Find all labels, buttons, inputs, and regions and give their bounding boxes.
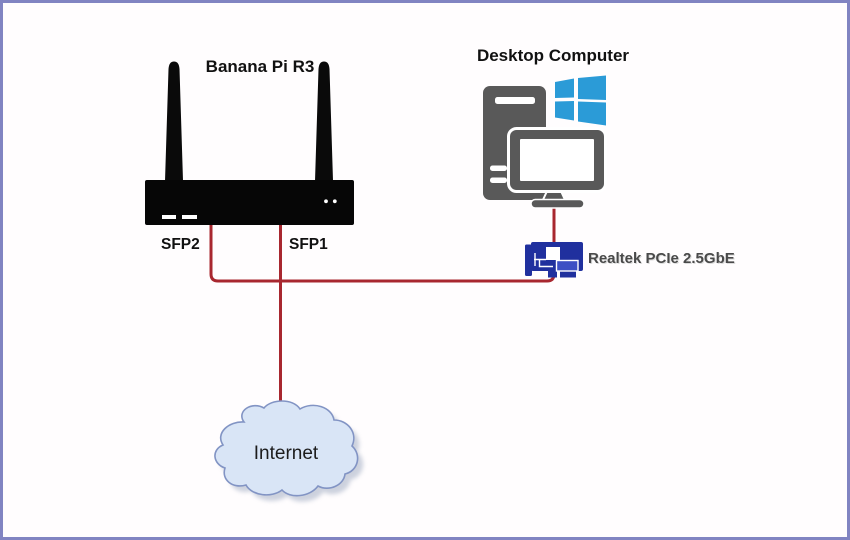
monitor-screen <box>520 139 594 181</box>
wireless-router-icon <box>145 61 354 225</box>
port-label-sfp1: SFP1 <box>289 236 328 253</box>
tower-vent-slot-2 <box>490 177 507 183</box>
router-antenna-right-icon <box>315 61 333 181</box>
nic-ethernet-port <box>555 259 579 272</box>
monitor-stand-base <box>530 198 585 209</box>
router-title: Banana Pi R3 <box>205 57 315 76</box>
port-label-sfp2: SFP2 <box>161 236 200 253</box>
router-led-1 <box>324 199 328 204</box>
pcie-network-card-icon <box>525 242 583 278</box>
nic-label: Realtek PCIe 2.5GbE <box>588 250 735 267</box>
desktop-computer-icon <box>483 75 607 209</box>
router-antenna-left-icon <box>165 61 183 181</box>
diagram-drawing <box>145 61 607 502</box>
cloud-shape <box>214 400 359 497</box>
nic-chip <box>546 247 560 260</box>
internet-cloud-icon <box>214 400 364 502</box>
nic-edge-connector-1 <box>548 270 557 278</box>
desktop-title: Desktop Computer <box>476 46 630 65</box>
windows-logo-icon <box>555 75 606 126</box>
tower-drive-slot <box>495 97 535 104</box>
router-body <box>145 180 354 225</box>
router-sfp2-slot <box>162 215 176 219</box>
router-sfp1-slot <box>182 215 197 219</box>
nic-circuit-traces <box>534 253 553 268</box>
tower-vent-slot-1 <box>490 165 507 171</box>
nic-edge-connector-2 <box>560 270 576 278</box>
router-led-2 <box>332 199 337 204</box>
internet-label: Internet <box>253 443 319 464</box>
nic-bracket <box>525 244 532 276</box>
